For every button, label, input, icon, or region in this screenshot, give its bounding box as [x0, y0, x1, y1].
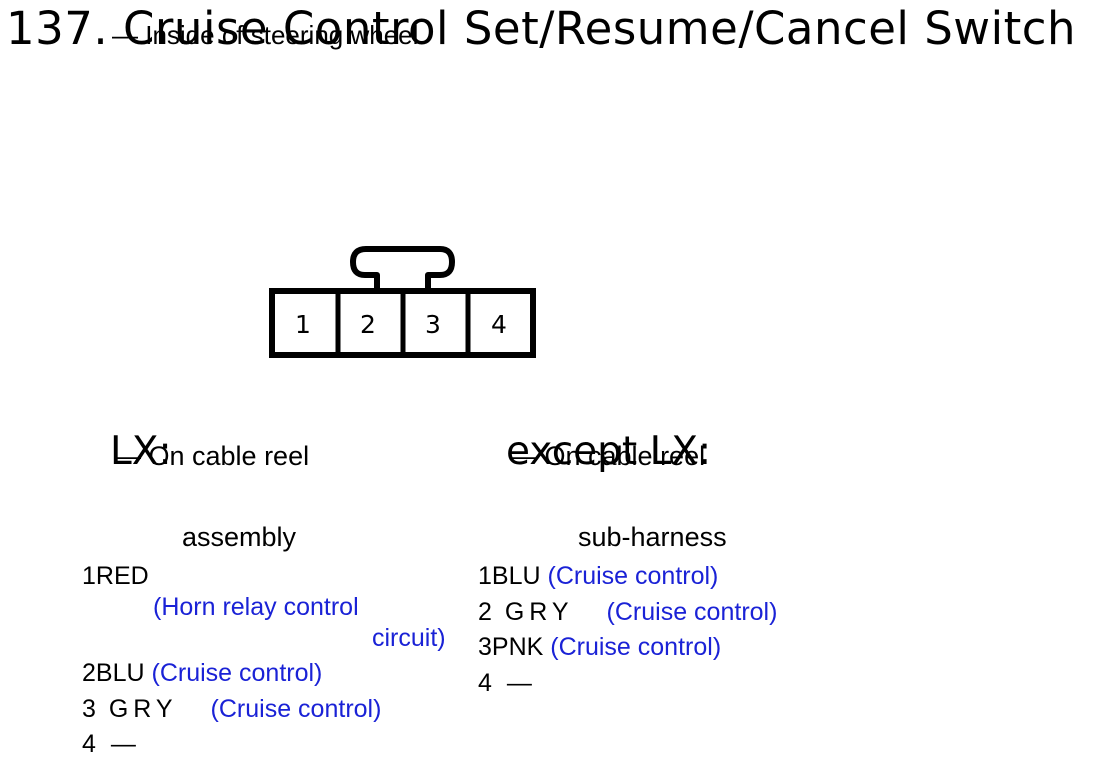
lx-wire-1-pin: 1 [82, 562, 96, 590]
pin-4-label: 4 [491, 310, 507, 339]
except-lx-wire-1-pin: 1 [478, 562, 492, 590]
lx-wire-1-desc-1: (Horn relay control [153, 593, 359, 621]
lx-wire-1-desc-2: circuit) [372, 624, 446, 652]
lx-wire-4-pin: 4 [82, 730, 96, 758]
lx-wire-1: 1RED [82, 562, 149, 591]
pin-3-label: 3 [425, 310, 441, 339]
except-lx-wire-2-desc: (Cruise control) [606, 598, 778, 626]
pin-1-label: 1 [295, 310, 311, 339]
lx-wire-4: 4 — [82, 730, 136, 759]
except-lx-wire-4-pin: 4 [478, 669, 492, 697]
lx-location: — On cable reel [114, 441, 310, 471]
except-lx-wire-3-pin: 3 [478, 633, 492, 661]
lx-wire-3-color: GRY [108, 695, 178, 723]
except-lx-wire-1-color: BLU [491, 562, 541, 590]
except-lx-wire-2-color: GRY [504, 598, 574, 626]
lx-wire-2-color: BLU [95, 659, 145, 687]
page-subtitle: — Inside of steering wheel [112, 20, 419, 50]
lx-wire-3-desc: (Cruise control) [210, 695, 382, 723]
except-lx-wire-3: 3PNK (Cruise control) [478, 633, 721, 662]
except-lx-wire-3-desc: (Cruise control) [550, 633, 722, 661]
except-lx-wire-1-desc: (Cruise control) [547, 562, 719, 590]
except-lx-heading: except LX: [506, 429, 712, 474]
page-title: 137. Cruise Control Set/Resume/Cancel Sw… [6, 2, 1077, 55]
except-lx-location-line2: sub-harness [578, 522, 727, 552]
lx-wire-2: 2BLU (Cruise control) [82, 659, 322, 688]
except-lx-wire-1: 1BLU (Cruise control) [478, 562, 718, 591]
except-lx-wire-2: 2 GRY (Cruise control) [478, 598, 777, 627]
lx-wire-2-pin: 2 [82, 659, 96, 687]
lx-wire-3: 3 GRY (Cruise control) [82, 695, 381, 724]
except-lx-wire-3-color: PNK [491, 633, 544, 661]
except-lx-location: — On cable reel [510, 441, 706, 471]
except-lx-wire-2-pin: 2 [478, 598, 492, 626]
except-lx-wire-4-color: — [506, 669, 532, 697]
except-lx-wire-4: 4 — [478, 669, 532, 698]
lx-heading: LX: [110, 429, 172, 474]
lx-wire-2-desc: (Cruise control) [151, 659, 323, 687]
lx-wire-1-color: RED [95, 562, 149, 590]
lx-location-line2: assembly [182, 522, 297, 552]
lx-wire-3-pin: 3 [82, 695, 96, 723]
connector-latch [350, 246, 455, 290]
pin-2-label: 2 [360, 310, 376, 339]
lx-wire-4-color: — [110, 730, 136, 758]
